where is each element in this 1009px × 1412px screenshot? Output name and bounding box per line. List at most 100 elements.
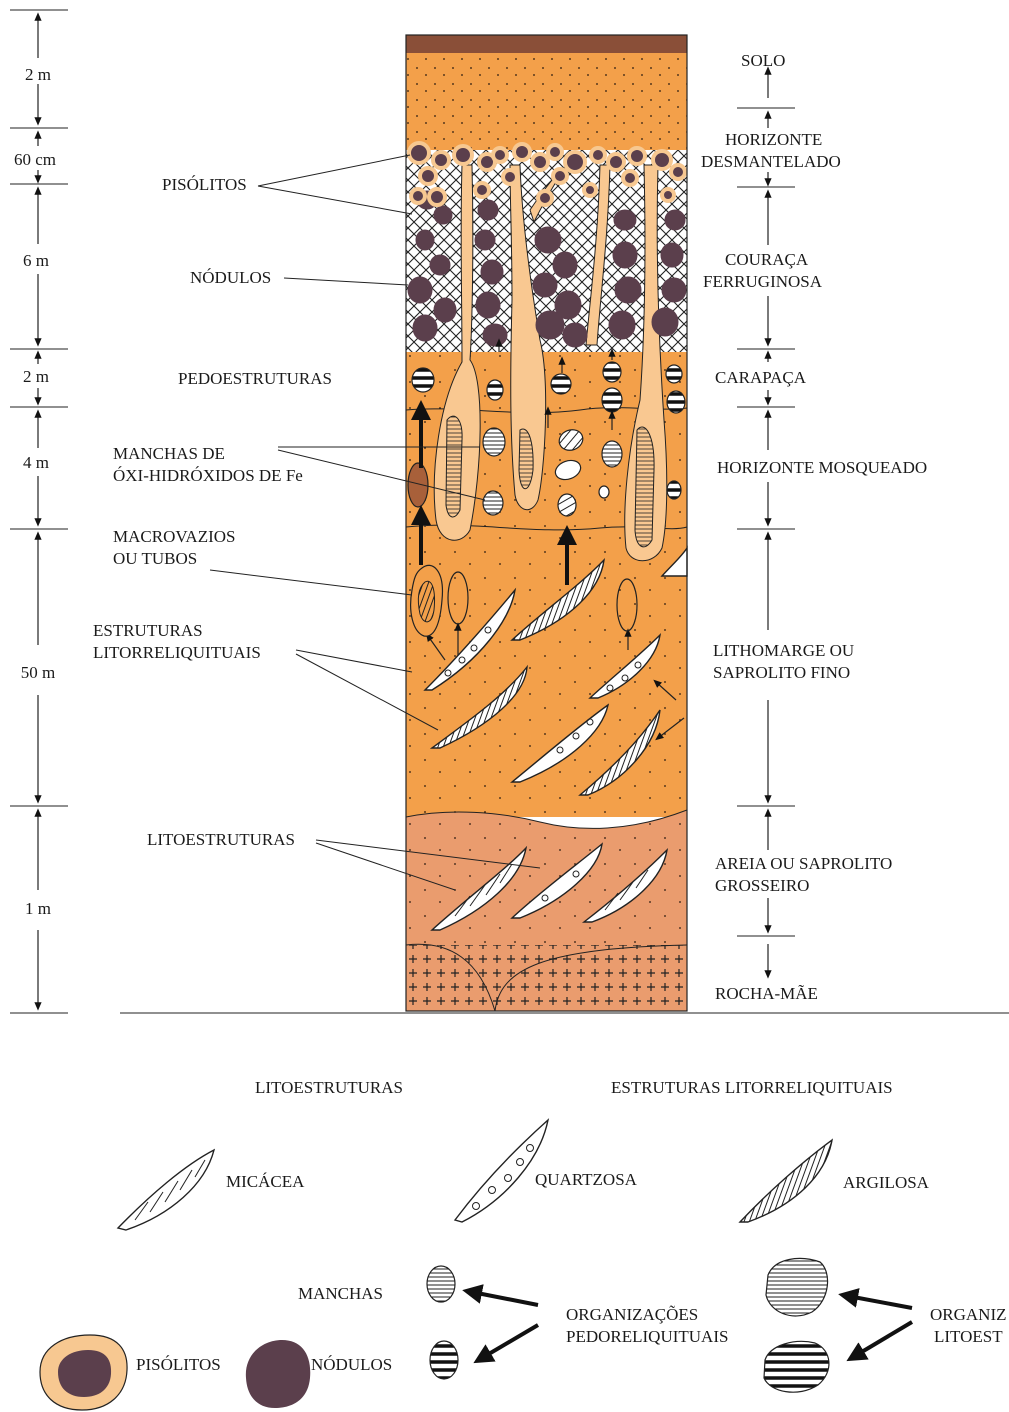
legend-quartzosa-label: QUARTZOSA [535,1170,638,1189]
horizon-label: DESMANTELADO [701,152,841,171]
thickness-label: 1 m [25,899,51,918]
label-estruturas-1: ESTRUTURAS [93,621,203,640]
thickness-label: 4 m [23,453,49,472]
legend-arrow-pedo [482,1325,538,1358]
pisolite [433,152,449,168]
legend-org-lito-2: LITOEST [934,1327,1003,1346]
pisolite [662,189,674,201]
pedostructure [603,362,621,382]
macrovoid-inner [418,581,434,622]
nodule [662,278,686,302]
label-macrovazios-1: MACROVAZIOS [113,527,236,546]
legend-nodulos-label: NÓDULOS [311,1355,392,1374]
pisolite [608,154,624,170]
mottle [558,494,576,516]
pedostructure [602,388,622,412]
legend-title-estruturas: ESTRUTURAS LITORRELIQUITUAIS [611,1078,893,1097]
horizon-label: SOLO [741,51,785,70]
pisolite [503,170,517,184]
mottle [483,491,503,515]
pisolite [671,165,685,179]
nodule [609,311,635,339]
legend-title-litoestruturas: LITOESTRUTURAS [255,1078,403,1097]
legend-nodulo-symbol [246,1340,310,1408]
argilosa-hatch [740,1140,832,1222]
pedostructure [667,391,685,413]
label-manchas-1: MANCHAS DE [113,444,225,463]
pisolite [653,151,671,169]
horizon-label: ROCHA-MÃE [715,984,818,1003]
legend-pisolitos-label: PISÓLITOS [136,1355,221,1374]
nodule [434,298,456,322]
pisolite [584,184,596,196]
bedrock-crosses [406,945,687,1011]
legend-arrow-lito-2 [855,1322,912,1356]
nodule [483,324,507,346]
pisolite [514,144,530,160]
nodule [563,323,587,347]
horizon-label: AREIA OU SAPROLITO [715,854,892,873]
pedostructure [551,374,571,394]
nodule [536,311,564,339]
nodule [430,255,450,275]
pisolite [591,148,605,162]
mottle [602,441,622,467]
legend: LITOESTRUTURAS ESTRUTURAS LITORRELIQUITU… [40,1078,1007,1410]
pedostructure [666,365,682,383]
label-pisolitos: PISÓLITOS [162,175,247,194]
thickness-label: 6 m [23,251,49,270]
label-nodulos: NÓDULOS [190,268,271,287]
legend-pedo-symbol [430,1341,458,1379]
nodule [476,292,500,318]
label-estruturas-2: LITORRELIQUITUAIS [93,643,261,662]
nodule [661,243,683,267]
tube-4-core [635,427,654,547]
topsoil-layer [406,35,687,53]
nodule [481,260,503,284]
legend-org-pedo-2: PEDORELIQUITUAIS [566,1327,728,1346]
label-macrovazios-2: OU TUBOS [113,549,197,568]
nodule [613,242,637,268]
label-litoestruturas: LITOESTRUTURAS [147,830,295,849]
horizon-label: LITHOMARGE OU [713,641,854,660]
nodule [652,308,678,336]
pisolite [429,189,445,205]
legend-manchas-symbol [427,1266,455,1302]
pisolite [411,189,425,203]
pisolite [475,183,489,197]
nodule [535,227,561,253]
legend-micacea-symbol [118,1150,214,1230]
legend-arrow-lito-1 [848,1296,912,1308]
pisolite [493,148,507,162]
pisolite [409,143,429,163]
label-manchas-2: ÓXI-HIDRÓXIDOS DE Fe [113,466,303,485]
legend-org-lito-1: ORGANIZ [930,1305,1007,1324]
legend-argilosa-label: ARGILOSA [843,1173,930,1192]
nodule [533,273,557,297]
pisolite [565,152,585,172]
pisolite [548,145,562,159]
pisolite [623,171,637,185]
label-pedoestruturas: PEDOESTRUTURAS [178,369,332,388]
profile-column [406,35,687,1011]
thickness-label: 2 m [23,367,49,386]
mottle [599,486,609,498]
nodule [413,315,437,341]
horizon-ticks [737,108,795,936]
pisolite [532,154,548,170]
horizon-label: FERRUGINOSA [703,272,823,291]
horizon-label: COURAÇA [725,250,809,269]
nodule [475,230,495,250]
pedostructure [412,368,434,392]
thickness-scale: 2 m 60 cm 6 m 2 m 4 m 50 m 1 m [10,10,68,1013]
horizon-label: HORIZONTE [725,130,822,149]
nodule [478,200,498,220]
horizon-label: GROSSEIRO [715,876,809,895]
pedostructure [487,380,503,400]
pedostructure [667,481,681,499]
pisolite [454,146,472,164]
pisolite [538,191,552,205]
legend-pisolito-core [58,1350,111,1397]
solo-dots [406,53,687,150]
